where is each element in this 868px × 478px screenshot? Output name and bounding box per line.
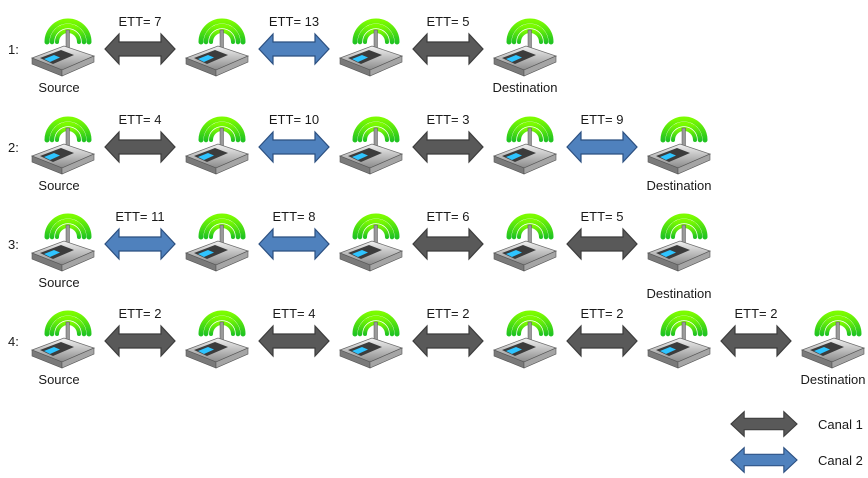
wireless-router-icon — [30, 213, 96, 272]
ett-label: ETT= 8 — [272, 209, 316, 224]
ett-label: ETT= 9 — [580, 112, 624, 127]
wireless-router-icon — [30, 18, 96, 77]
canal-2-link-arrow — [258, 32, 330, 66]
ett-label: ETT= 3 — [426, 112, 470, 127]
ett-label: ETT= 2 — [426, 306, 470, 321]
ett-label: ETT= 4 — [118, 112, 162, 127]
wireless-router-icon — [30, 310, 96, 369]
canal-1-link-arrow — [412, 32, 484, 66]
ett-label: ETT= 13 — [268, 14, 320, 29]
canal-1-link-arrow — [258, 324, 330, 358]
canal-1-link-arrow — [720, 324, 792, 358]
wireless-router-icon — [338, 116, 404, 175]
wireless-router-icon — [184, 310, 250, 369]
ett-label: ETT= 5 — [426, 14, 470, 29]
canal-1-link-arrow — [412, 324, 484, 358]
ett-label: ETT= 4 — [272, 306, 316, 321]
canal-1-link-arrow — [104, 130, 176, 164]
wireless-router-icon — [646, 116, 712, 175]
canal-1-link-arrow — [104, 324, 176, 358]
source-label: Source — [38, 275, 80, 290]
canal-1-link-arrow — [566, 227, 638, 261]
legend-canal-2-arrow — [730, 446, 798, 474]
route-number-label: 1: — [8, 42, 19, 57]
wireless-router-icon — [492, 213, 558, 272]
source-label: Source — [38, 178, 80, 193]
ett-label: ETT= 7 — [118, 14, 162, 29]
wireless-router-icon — [800, 310, 866, 369]
ett-label: ETT= 10 — [268, 112, 320, 127]
ett-label: ETT= 6 — [426, 209, 470, 224]
ett-label: ETT= 2 — [118, 306, 162, 321]
canal-2-link-arrow — [258, 227, 330, 261]
route-number-label: 2: — [8, 140, 19, 155]
source-label: Source — [38, 372, 80, 387]
destination-label: Destination — [800, 372, 866, 387]
route-number-label: 4: — [8, 334, 19, 349]
wireless-router-icon — [338, 310, 404, 369]
canal-1-link-arrow — [566, 324, 638, 358]
canal-1-link-arrow — [412, 227, 484, 261]
wireless-router-icon — [492, 18, 558, 77]
canal-1-link-arrow — [104, 32, 176, 66]
wireless-router-icon — [338, 18, 404, 77]
wireless-router-icon — [184, 18, 250, 77]
ett-label: ETT= 2 — [734, 306, 778, 321]
legend-label: Canal 1 — [818, 417, 863, 432]
destination-label: Destination — [646, 178, 712, 193]
route-number-label: 3: — [8, 237, 19, 252]
wireless-router-icon — [184, 213, 250, 272]
legend-canal-1-arrow — [730, 410, 798, 438]
canal-2-link-arrow — [104, 227, 176, 261]
ett-label: ETT= 11 — [115, 209, 165, 224]
ett-label: ETT= 5 — [580, 209, 624, 224]
source-label: Source — [38, 80, 80, 95]
destination-label: Destination — [492, 80, 558, 95]
canal-2-link-arrow — [566, 130, 638, 164]
wireless-router-icon — [492, 116, 558, 175]
wireless-router-icon — [646, 310, 712, 369]
wireless-router-icon — [184, 116, 250, 175]
wireless-router-icon — [492, 310, 558, 369]
canal-1-link-arrow — [412, 130, 484, 164]
legend-label: Canal 2 — [818, 453, 863, 468]
wireless-router-icon — [30, 116, 96, 175]
destination-label: Destination — [646, 286, 712, 301]
canal-2-link-arrow — [258, 130, 330, 164]
ett-label: ETT= 2 — [580, 306, 624, 321]
wireless-router-icon — [338, 213, 404, 272]
wireless-router-icon — [646, 213, 712, 272]
